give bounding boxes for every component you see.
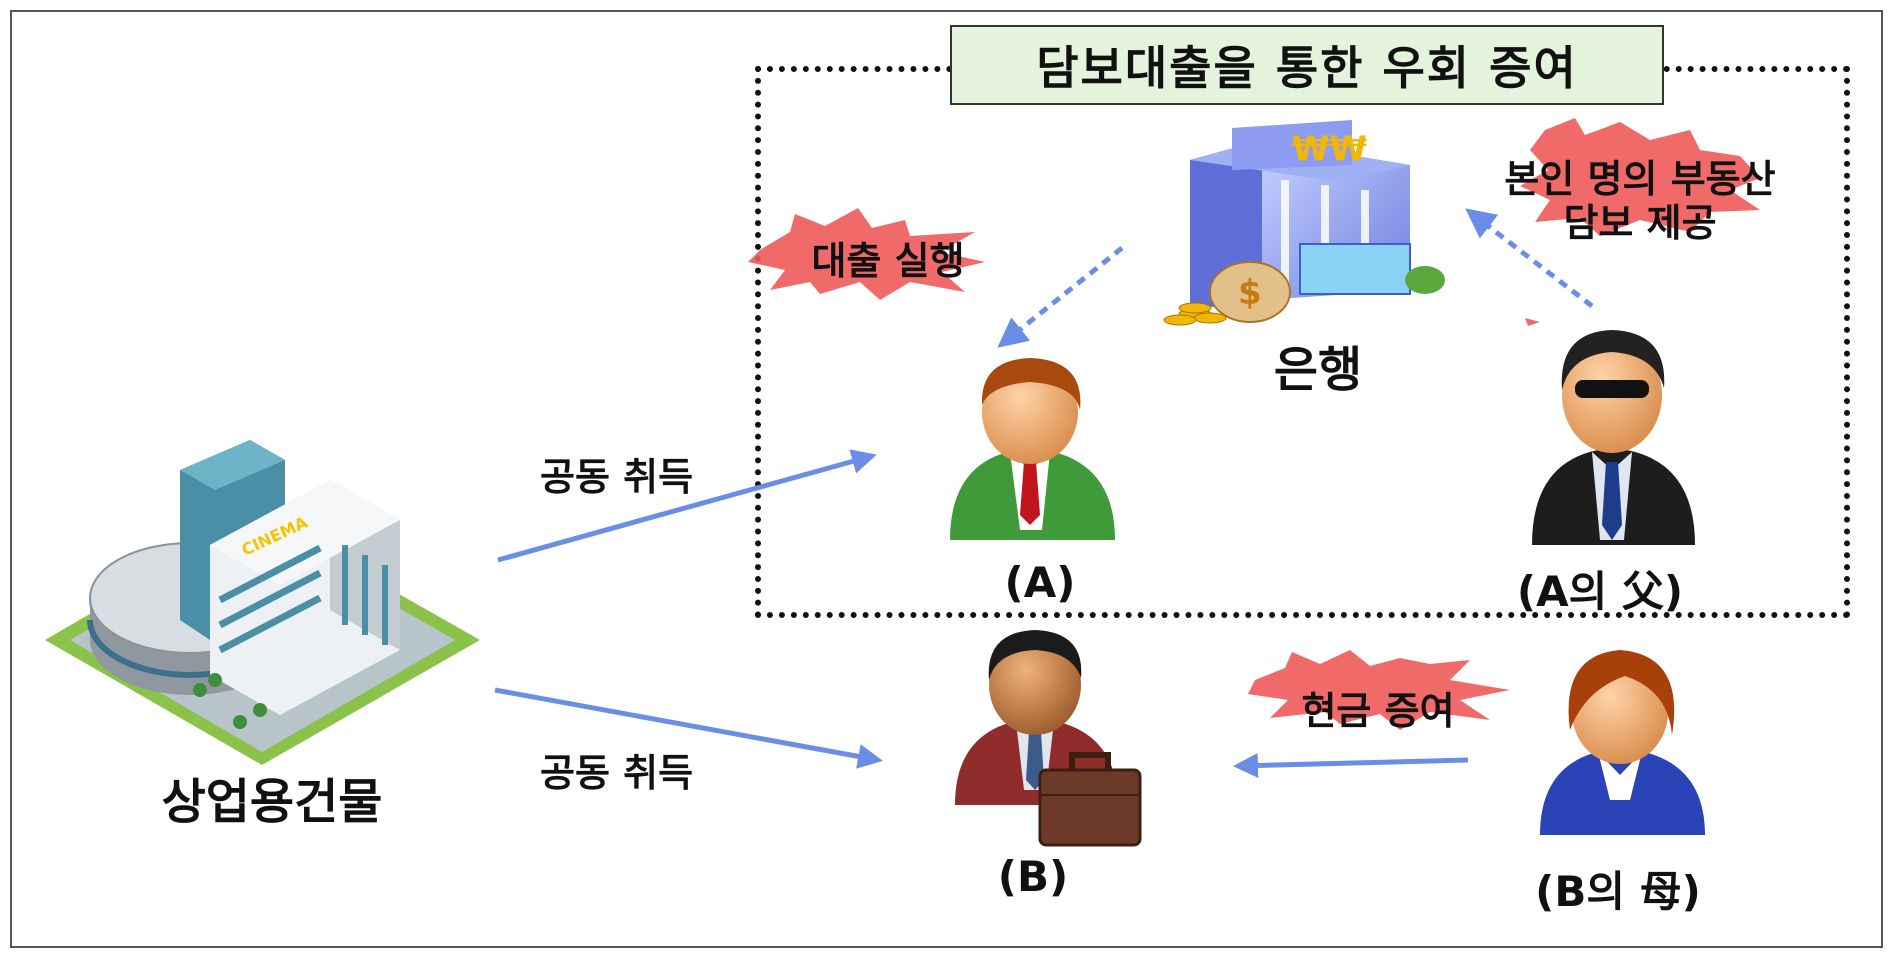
diagram-title: 담보대출을 통한 우회 증여 <box>950 25 1664 105</box>
label-person-a: (A) <box>1004 558 1076 607</box>
person-a-father-icon <box>1532 330 1695 545</box>
person-b-mother-icon <box>1540 650 1705 835</box>
person-b-icon <box>955 630 1142 847</box>
label-commercial-building: 상업용건물 <box>161 774 383 830</box>
burst-cash <box>1248 650 1510 730</box>
person-a-icon <box>950 358 1115 540</box>
arrow-collateral <box>1465 208 1594 308</box>
label-person-a-father: (A의 父) <box>1516 567 1684 616</box>
callout-cash-gift: 현금 증여 <box>1301 689 1455 733</box>
arrow-joint-acquire-a <box>497 449 877 563</box>
commercial-building-icon: CINEMA <box>45 440 480 765</box>
arrow-cash-gift <box>1233 752 1469 778</box>
label-joint-acquire-top: 공동 취득 <box>540 455 694 499</box>
label-joint-acquire-bottom: 공동 취득 <box>540 751 694 795</box>
svg-text:₩₩: ₩₩ <box>1292 129 1367 169</box>
callout-collateral-line2: 담보 제공 <box>1563 201 1717 245</box>
callout-collateral-line1: 본인 명의 부동산 <box>1504 157 1776 201</box>
burst-loan <box>748 208 985 300</box>
label-bank: 은행 <box>1273 342 1363 398</box>
label-person-b: (B) <box>997 852 1069 901</box>
label-person-b-mother: (B의 母) <box>1535 867 1701 916</box>
outer-frame <box>10 10 1883 948</box>
bank-icon: ₩₩ $ <box>1163 120 1445 326</box>
svg-text:$: $ <box>1238 273 1262 313</box>
burst-collateral <box>1520 118 1760 326</box>
arrow-joint-acquire-b <box>494 687 883 769</box>
arrow-loan <box>997 246 1124 348</box>
callout-loan-execution: 대출 실행 <box>811 239 965 283</box>
